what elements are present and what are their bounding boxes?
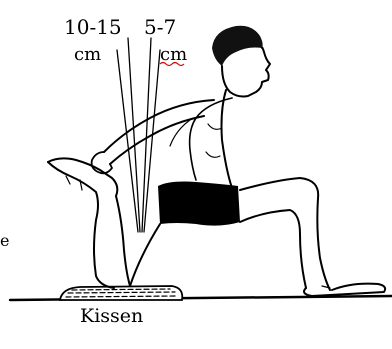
shorts (158, 182, 240, 226)
front-leg-inner (240, 210, 306, 288)
cushion (60, 286, 182, 300)
person-figure (48, 26, 385, 296)
label-distance-near-unit: cm (160, 44, 187, 65)
label-distance-far-unit: cm (74, 44, 101, 65)
hair (212, 26, 263, 66)
front-thigh-top (240, 178, 330, 290)
label-distance-near-value: 5-7 (144, 15, 176, 39)
raised-foot-top (48, 158, 117, 196)
torso-shading (206, 124, 222, 157)
label-edge-letter: e (0, 231, 9, 250)
front-foot (304, 284, 385, 296)
label-distance-far-value: 10-15 (64, 15, 122, 39)
upper-arm (104, 100, 214, 152)
back-thigh (130, 224, 160, 286)
back-line (222, 90, 233, 188)
label-cushion: Kissen (80, 305, 143, 327)
back-shin-inner (116, 196, 130, 286)
back-shin (48, 162, 114, 288)
